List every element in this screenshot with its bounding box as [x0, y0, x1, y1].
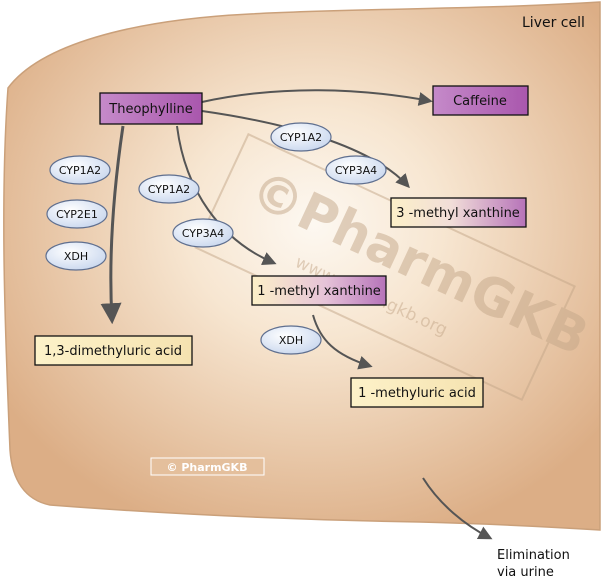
- 3-methylxanthine-label: 3 -methyl xanthine: [396, 206, 520, 221]
- enzyme-cyp2e1-left[interactable]: CYP2E1: [46, 199, 108, 229]
- elimination-line-2: via urine: [497, 565, 554, 580]
- enzyme-cyp3a4-top[interactable]: CYP3A4: [325, 155, 387, 185]
- arrow-to-dimethyluric-acid: [100, 125, 125, 325]
- enzyme-cyp3a4-middle[interactable]: CYP3A4: [172, 218, 234, 248]
- 1-methyluric-acid-label: 1 -methyluric acid: [358, 386, 476, 401]
- arrow-to-1-methylxanthine: [176, 125, 277, 266]
- arrow-to-1-methyluric-acid: [312, 314, 373, 370]
- enzyme-label: XDH: [64, 250, 88, 263]
- enzyme-cyp1a2-top[interactable]: CYP1A2: [270, 122, 332, 152]
- arrow-to-caffeine: [201, 89, 433, 106]
- copyright-badge: © PharmGKB: [150, 457, 265, 476]
- cell-label: Liver cell: [522, 15, 585, 31]
- enzyme-xdh-left[interactable]: XDH: [45, 241, 107, 271]
- 3-methylxanthine-node[interactable]: 3 -methyl xanthine: [390, 197, 527, 228]
- copyright-text: © PharmGKB: [167, 461, 248, 474]
- pathway-arrows: [100, 89, 493, 540]
- enzyme-label: CYP1A2: [148, 183, 190, 196]
- enzyme-label: CYP3A4: [182, 227, 224, 240]
- theophylline-node[interactable]: Theophylline: [99, 92, 203, 125]
- enzyme-label: CYP2E1: [56, 208, 98, 221]
- elimination-line-1: Elimination: [497, 548, 570, 563]
- enzyme-label: CYP1A2: [280, 131, 322, 144]
- theophylline-label: Theophylline: [108, 102, 192, 117]
- dimethyluric-acid-label: 1,3-dimethyluric acid: [44, 344, 182, 359]
- enzyme-label: CYP3A4: [335, 164, 377, 177]
- dimethyluric-acid-node[interactable]: 1,3-dimethyluric acid: [34, 335, 193, 366]
- enzyme-xdh-lower[interactable]: XDH: [260, 325, 322, 355]
- enzyme-label: CYP1A2: [59, 164, 101, 177]
- 1-methylxanthine-label: 1 -methyl xanthine: [257, 284, 381, 299]
- enzyme-label: XDH: [279, 334, 303, 347]
- arrow-elimination: [422, 477, 493, 540]
- 1-methylxanthine-node[interactable]: 1 -methyl xanthine: [251, 275, 387, 306]
- enzyme-cyp1a2-left[interactable]: CYP1A2: [49, 155, 111, 185]
- enzyme-cyp1a2-middle[interactable]: CYP1A2: [138, 174, 200, 204]
- 1-methyluric-acid-node[interactable]: 1 -methyluric acid: [350, 377, 484, 408]
- caffeine-node[interactable]: Caffeine: [432, 85, 529, 116]
- caffeine-label: Caffeine: [453, 94, 507, 109]
